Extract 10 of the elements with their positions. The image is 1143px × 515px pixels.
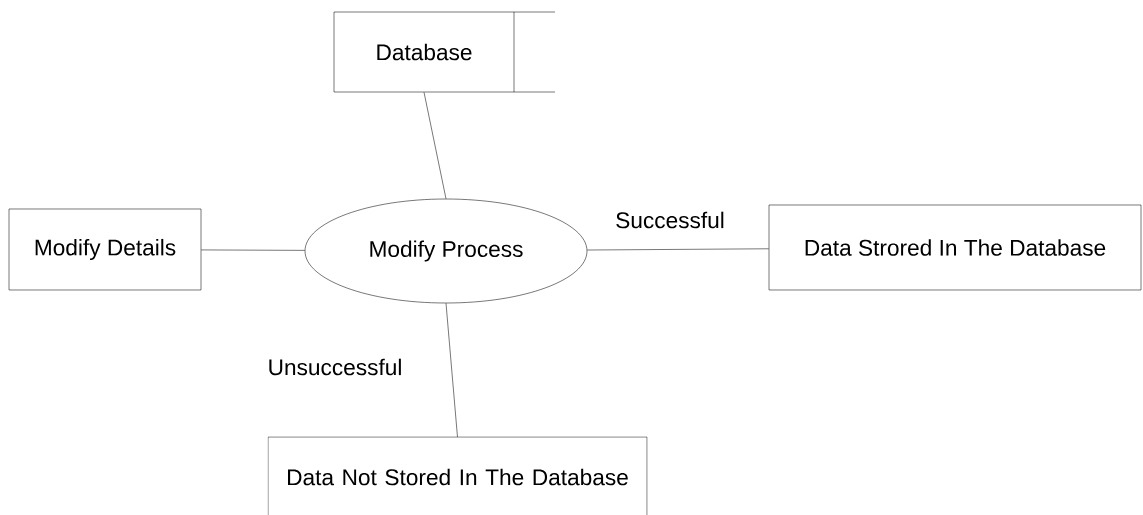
edge-label: Successful <box>613 210 727 230</box>
edge-label: Unsuccessful <box>266 357 404 377</box>
process-box: Data Not Stored In The Database <box>267 436 648 515</box>
connector-line <box>423 92 447 199</box>
process-box: Modify Details <box>8 208 202 291</box>
connector-line <box>201 249 305 251</box>
connector-line <box>445 303 458 438</box>
connector-line <box>586 248 769 251</box>
data-store: Database <box>333 11 556 93</box>
process-box: Data Strored In The Database <box>768 204 1142 291</box>
